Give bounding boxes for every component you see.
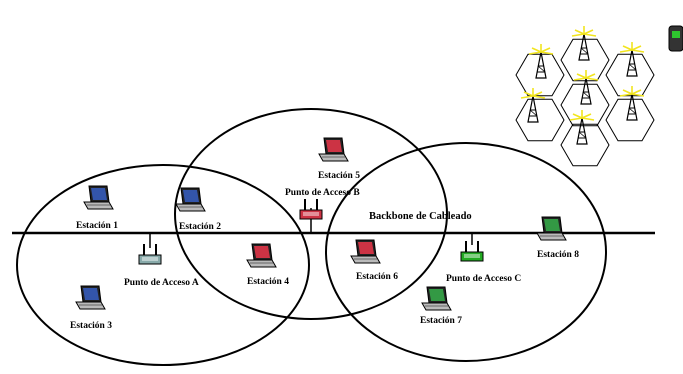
access-point-a-icon	[138, 244, 162, 265]
station-6-laptop-icon	[350, 239, 381, 264]
station-8-laptop-icon	[536, 216, 567, 241]
station-3-label: Estación 3	[70, 321, 112, 331]
coverage-cell-a	[16, 164, 310, 366]
station-1-label: Estación 1	[76, 221, 118, 231]
station-2-label: Estación 2	[179, 222, 221, 232]
coverage-cell-c	[325, 142, 607, 362]
access-point-b-icon	[299, 199, 323, 220]
station-4-label: Estación 4	[247, 277, 289, 287]
mobile-phone-icon	[668, 25, 683, 52]
coverage-cell-b	[174, 108, 448, 320]
access-point-c-icon	[460, 241, 484, 262]
backbone-label: Backbone de Cableado	[369, 211, 472, 222]
station-4-laptop-icon	[246, 243, 277, 268]
station-6-label: Estación 6	[356, 272, 398, 282]
station-5-label: Estación 5	[318, 171, 360, 181]
station-3-laptop-icon	[75, 285, 106, 310]
station-7-label: Estación 7	[420, 316, 462, 326]
station-8-label: Estación 8	[537, 250, 579, 260]
station-5-laptop-icon	[318, 137, 349, 162]
access-point-c-label: Punto de Acceso C	[446, 274, 521, 284]
station-7-laptop-icon	[421, 286, 452, 311]
access-point-b-label: Punto de Acceso B	[285, 188, 360, 198]
station-2-laptop-icon	[175, 187, 206, 212]
cellular-network-icon	[515, 26, 655, 167]
station-1-laptop-icon	[83, 185, 114, 210]
access-point-a-label: Punto de Acceso A	[124, 278, 199, 288]
